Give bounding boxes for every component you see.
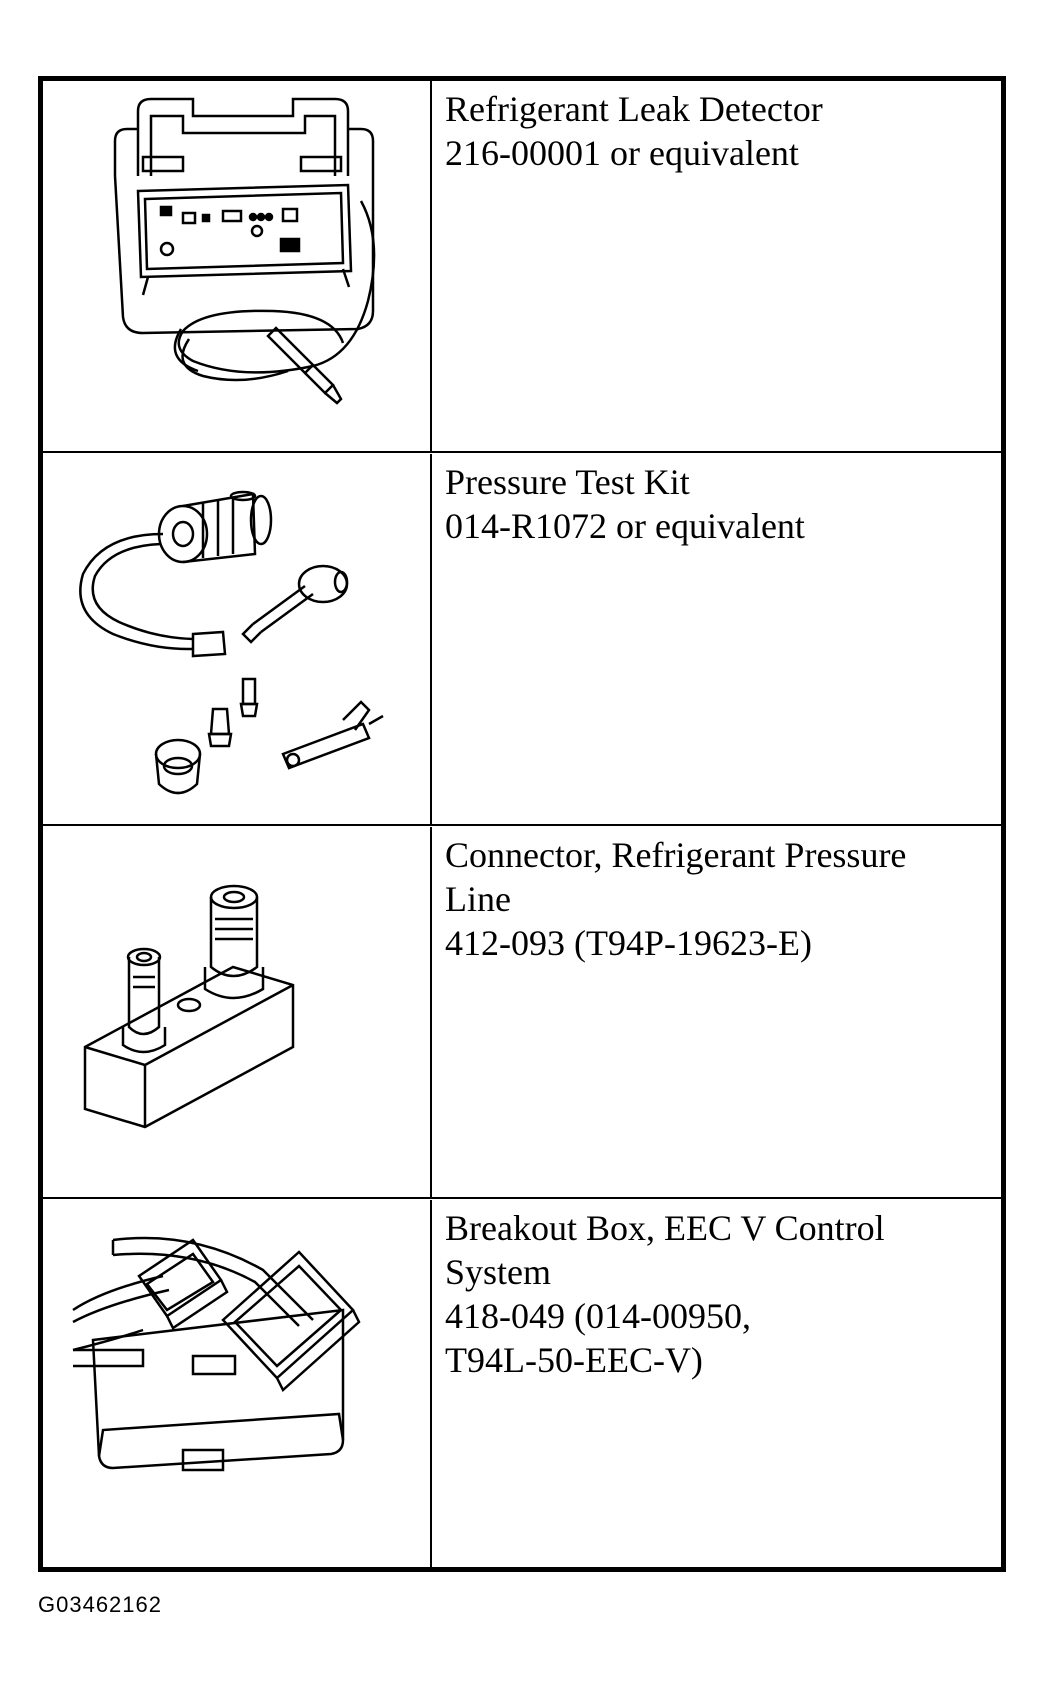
tool-number: 014-R1072 or equivalent	[445, 506, 805, 546]
illustration-cell	[43, 454, 432, 824]
breakout-box-illustration	[43, 1200, 430, 1570]
figure-id: G03462162	[38, 1592, 162, 1617]
illustration-cell	[43, 1200, 432, 1572]
tool-number: 216-00001 or equivalent	[445, 133, 799, 173]
tool-row-pressure-line-connector: Connector, Refrigerant Pressure Line 412…	[43, 827, 1001, 1199]
tool-description: Refrigerant Leak Detector 216-00001 or e…	[445, 87, 995, 175]
tool-description: Connector, Refrigerant Pressure Line 412…	[445, 833, 995, 965]
tool-description: Pressure Test Kit 014-R1072 or equivalen…	[445, 460, 995, 548]
tool-name: Refrigerant Leak Detector	[445, 89, 823, 129]
tool-name: Pressure Test Kit	[445, 462, 690, 502]
illustration-cell	[43, 827, 432, 1197]
illustration-cell	[43, 81, 432, 451]
tool-name-cont: System	[445, 1252, 552, 1292]
tool-row-breakout-box: Breakout Box, EEC V Control System 418-0…	[43, 1200, 1001, 1572]
tool-name: Connector, Refrigerant Pressure	[445, 835, 907, 875]
pressure-line-connector-illustration	[43, 827, 430, 1197]
pressure-test-kit-illustration	[43, 454, 430, 824]
tool-number: 418-049 (014-00950,	[445, 1296, 751, 1336]
tool-name: Breakout Box, EEC V Control	[445, 1208, 885, 1248]
tool-number: 412-093 (T94P-19623-E)	[445, 923, 812, 963]
refrigerant-leak-detector-illustration	[43, 81, 430, 451]
special-tools-table: Refrigerant Leak Detector 216-00001 or e…	[38, 76, 1006, 1572]
tool-row-leak-detector: Refrigerant Leak Detector 216-00001 or e…	[43, 81, 1001, 453]
tool-name-cont: Line	[445, 879, 511, 919]
tool-description: Breakout Box, EEC V Control System 418-0…	[445, 1206, 995, 1382]
tool-row-pressure-test-kit: Pressure Test Kit 014-R1072 or equivalen…	[43, 454, 1001, 826]
tool-number-cont: T94L-50-EEC-V)	[445, 1340, 703, 1380]
